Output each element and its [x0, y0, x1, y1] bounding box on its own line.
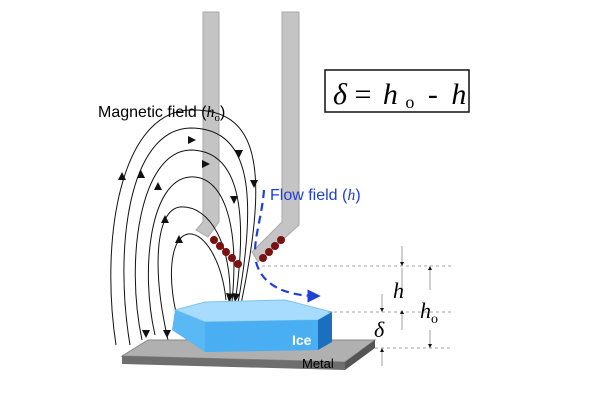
flow-field-label: Flow field (h): [270, 187, 361, 204]
arrow-icon: [154, 182, 162, 190]
arrow-icon: [235, 150, 243, 158]
arrow-icon: [161, 215, 169, 223]
coil-left: [210, 236, 242, 268]
arrow-icon: [175, 235, 183, 243]
equation-equals: =: [354, 78, 371, 111]
flow-field: [253, 189, 321, 303]
dimension-lines: [262, 246, 452, 366]
svg-text:δ = h o: δ = h o - h: [333, 78, 466, 115]
metal-label: Metal: [302, 356, 334, 371]
probe-right-arm: [251, 11, 300, 263]
field-line-4: [123, 127, 249, 346]
field-line-2: [147, 176, 235, 336]
flow-line-upper: [253, 189, 266, 253]
arrow-icon: [250, 180, 258, 188]
arrow-icon: [118, 172, 126, 180]
equation-delta: δ: [333, 78, 348, 111]
arrow-icon: [232, 293, 240, 302]
equation-box: δ = h o - h: [324, 69, 470, 115]
arrow-icon: [226, 293, 234, 302]
arrow-icon: [202, 160, 210, 168]
equation-h0-sub: o: [405, 92, 414, 112]
magnetic-field-label: Magnetic field (ho): [98, 104, 225, 124]
probe-left-arm: [195, 11, 220, 238]
equation-minus: -: [428, 78, 438, 111]
arrow-icon: [188, 136, 196, 144]
field-arrows: [118, 136, 258, 338]
probe: [195, 11, 300, 263]
dimension-h-label: h: [393, 278, 404, 303]
arrow-icon: [142, 330, 150, 338]
arrow-icon: [230, 196, 238, 204]
equation-h0: h: [383, 78, 398, 111]
magnetic-field-lines: [110, 109, 257, 346]
flow-line-lower: [254, 261, 321, 303]
arrow-icon: [137, 170, 145, 178]
ice-block: [172, 299, 334, 352]
coil-right: [259, 236, 285, 262]
field-line-3: [134, 149, 242, 341]
field-line-6: [171, 233, 227, 321]
ice-label: Ice: [292, 332, 312, 348]
dimension-delta-label: δ: [374, 317, 385, 342]
field-line-5: [110, 109, 257, 346]
arrow-icon: [163, 330, 171, 338]
equation-h: h: [451, 78, 466, 111]
dimension-h0-label: ho: [420, 298, 438, 327]
